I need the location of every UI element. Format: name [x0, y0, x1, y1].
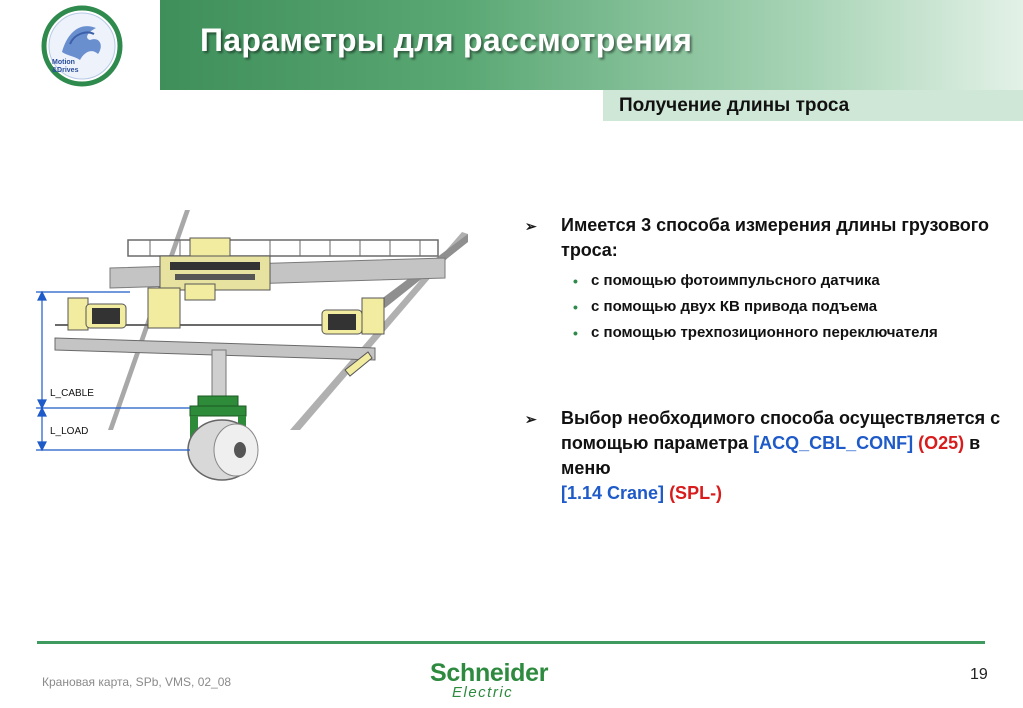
dimension-lines — [36, 290, 190, 452]
motion-drives-logo-icon: Motion &Drives — [41, 5, 123, 87]
menu-name: [1.14 Crane] — [561, 483, 665, 503]
param-name: [ACQ_CBL_CONF] — [753, 433, 914, 453]
label-cable: L_CABLE — [50, 388, 94, 399]
girder-near — [54, 337, 376, 361]
page-title: Параметры для рассмотрения — [200, 22, 693, 58]
railing-far — [127, 239, 439, 257]
method-list: •с помощью фотоимпульсного датчика •с по… — [573, 268, 1023, 346]
page-subtitle: Получение длины троса — [619, 94, 850, 116]
footer-text: Крановая карта, SPb, VMS, 02_08 — [42, 675, 232, 689]
arrow-bullet-icon: ➢ — [525, 411, 537, 427]
coil-load — [187, 419, 259, 481]
lamp — [344, 351, 373, 377]
page-number: 19 — [970, 666, 988, 683]
crane-diagram: L_CABLE L_LOAD — [36, 210, 468, 481]
schneider-logo-icon: Schneider Electric — [430, 659, 549, 701]
svg-text:&Drives: &Drives — [52, 67, 79, 74]
bullet-parameter: ➢ Выбор необходимого способа осуществляе… — [525, 408, 1001, 503]
dot-bullet-icon: • — [573, 273, 578, 289]
dot-bullet-icon: • — [573, 299, 578, 315]
subtitle-bar: Получение длины троса — [603, 90, 1023, 121]
list-item: •с помощью фотоимпульсного датчика — [573, 268, 1023, 294]
list-item: •с помощью трехпозиционного переключател… — [573, 320, 1023, 346]
motor-left — [67, 287, 181, 331]
menu-code: (SPL-) — [669, 483, 723, 503]
svg-text:Motion: Motion — [52, 59, 75, 66]
railing-far-posts — [149, 240, 421, 256]
motor-right — [321, 297, 385, 335]
header-banner: Параметры для рассмотрения — [160, 0, 1023, 90]
param-code: (O25) — [918, 433, 965, 453]
trolley — [159, 237, 271, 301]
footer-divider — [37, 641, 985, 644]
arrow-bullet-icon: ➢ — [525, 218, 537, 234]
logo-area: Motion &Drives — [0, 0, 160, 90]
bullet-methods: ➢ Имеется 3 способа измерения длины груз… — [525, 215, 990, 260]
dot-bullet-icon: • — [573, 325, 578, 341]
label-load: L_LOAD — [50, 426, 88, 437]
list-item: •с помощью двух КВ привода подъема — [573, 294, 1023, 320]
content-area: ➢ Имеется 3 способа измерения длины груз… — [525, 213, 1023, 506]
